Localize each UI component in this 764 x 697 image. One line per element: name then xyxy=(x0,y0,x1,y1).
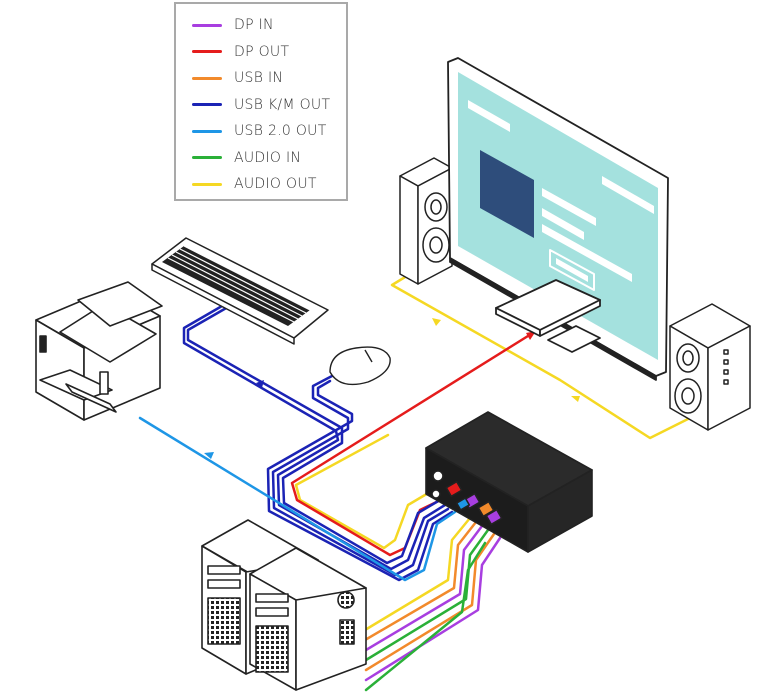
speaker-icon xyxy=(399,157,453,285)
legend-item: DP IN xyxy=(176,12,346,39)
cable-bundle-orange-2 xyxy=(364,532,496,672)
arrow-lightblue xyxy=(204,452,214,459)
cable-usb-km-out-mouse-2 xyxy=(266,379,454,582)
legend: DP IN DP OUT USB IN USB K/M OUT USB 2.0 OUT A… xyxy=(174,2,348,201)
legend-label: USB 2.0 OUT xyxy=(234,123,327,140)
legend-item: USB K/M OUT xyxy=(176,92,346,119)
legend-swatch xyxy=(192,23,222,27)
legend-label: DP IN xyxy=(234,17,274,34)
cable-audio-out-switch xyxy=(294,433,432,550)
keyboard-icon xyxy=(151,237,329,345)
arrow-yellow-b xyxy=(571,396,580,402)
speaker-icon xyxy=(669,303,751,431)
cable-bundle-green-2 xyxy=(364,541,487,692)
cable-usb-km-out-keyboard-2 xyxy=(182,304,447,571)
legend-swatch xyxy=(192,76,222,80)
legend-label: AUDIO OUT xyxy=(234,176,317,193)
legend-swatch xyxy=(192,103,222,107)
cable-bundle-yellow xyxy=(363,516,472,632)
cable-usb-km-out-keyboard xyxy=(186,305,442,565)
cable-bundle-orange xyxy=(363,520,478,642)
legend-item: AUDIO OUT xyxy=(176,171,346,198)
legend-label: USB IN xyxy=(234,70,284,87)
cables xyxy=(138,266,692,692)
legend-item: DP OUT xyxy=(176,39,346,66)
legend-label: USB K/M OUT xyxy=(234,96,331,113)
legend-item: USB IN xyxy=(176,65,346,92)
legend-item: USB 2.0 OUT xyxy=(176,118,346,145)
cable-audio-out-left-speaker xyxy=(390,266,692,440)
legend-item: AUDIO IN xyxy=(176,145,346,172)
legend-label: DP OUT xyxy=(234,43,290,60)
legend-swatch xyxy=(192,182,222,186)
cable-bundle-purple xyxy=(364,524,484,652)
legend-swatch xyxy=(192,156,222,160)
monitor-icon xyxy=(447,57,669,381)
cable-dp-out xyxy=(290,329,538,557)
computer-tower-icon xyxy=(249,547,367,691)
kvm-switch-icon xyxy=(425,411,593,553)
cable-usb-2-out xyxy=(138,416,457,582)
arrow-yellow-a xyxy=(432,318,441,326)
legend-label: AUDIO IN xyxy=(234,149,302,166)
arrow-blue-kb xyxy=(256,380,264,388)
printer-icon xyxy=(35,281,163,421)
legend-swatch xyxy=(192,50,222,54)
cable-usb-km-out-mouse xyxy=(271,374,450,577)
mouse-icon xyxy=(329,346,391,386)
legend-swatch xyxy=(192,129,222,133)
